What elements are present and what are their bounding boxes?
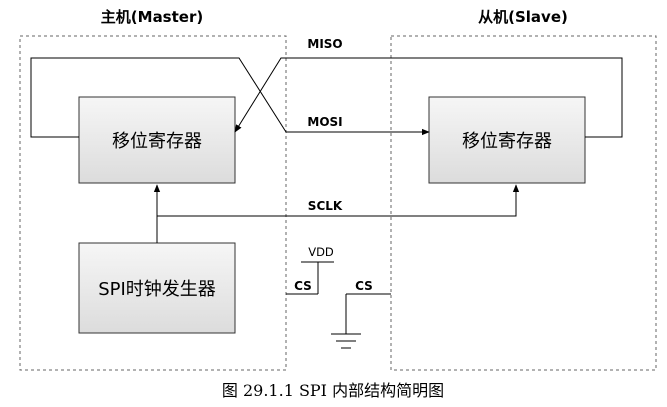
slave-title: 从机(Slave) [478,8,568,26]
miso-line [234,57,623,138]
miso-label: MISO [307,37,342,51]
slave-shift-register-label: 移位寄存器 [462,131,552,152]
slave-shift-register [428,96,586,184]
master-title: 主机(Master) [101,8,203,26]
mosi-line [30,57,430,138]
data-lines [30,57,623,138]
master-shift-register-label: 移位寄存器 [112,131,202,152]
mosi-label: MOSI [307,115,342,129]
figure-caption: 图 29.1.1 SPI 内部结构简明图 [222,381,444,400]
cs-slave-lines [331,293,391,349]
sclk-lines [153,184,520,243]
sclk-label: SCLK [308,199,343,213]
vdd-label: VDD [308,245,334,259]
slave-region [390,35,657,371]
clock-generator-label: SPI时钟发生器 [98,279,216,300]
cs-slave-label: CS [355,279,373,293]
master-region [19,35,287,371]
cs-master-label: CS [294,279,312,293]
master-shift-register [78,96,236,184]
cs-master-lines [286,261,334,295]
